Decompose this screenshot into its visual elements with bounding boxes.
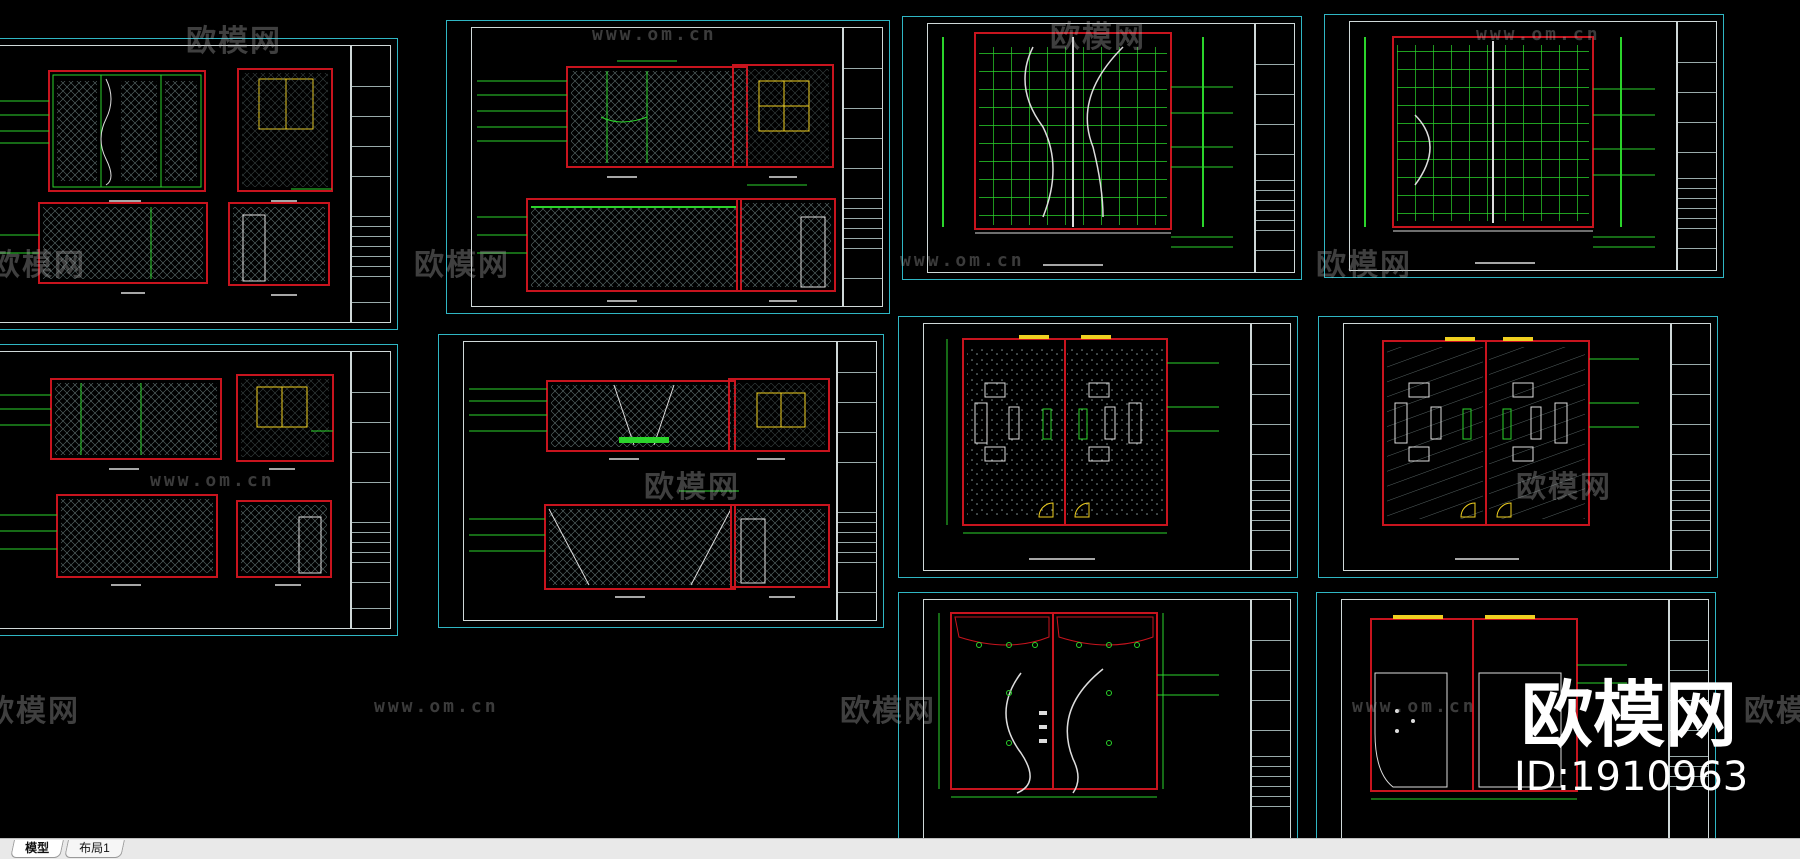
sheet-drawing — [477, 60, 836, 302]
sheet-frame — [1341, 599, 1669, 838]
watermark-brand: 欧模网 — [0, 248, 86, 283]
watermark-brand: 欧模网 — [1050, 20, 1146, 55]
tab-layout1[interactable]: 布局1 — [64, 840, 125, 858]
drawing-sheet — [1316, 592, 1716, 838]
sheet-frame — [1349, 21, 1677, 271]
sheet-frame — [923, 323, 1251, 571]
sheet-drawing — [938, 612, 1219, 798]
drawing-sheet — [898, 592, 1298, 838]
cad-model-space[interactable]: 欧模网 www.om.cn 欧模网 www.om.cn 欧模网 欧模网 www.… — [0, 0, 1800, 838]
sheet-frame — [471, 27, 843, 307]
sheet-frame — [923, 599, 1251, 838]
title-block — [1251, 599, 1291, 838]
drawing-sheet — [1324, 14, 1724, 278]
sheet-frame — [0, 351, 351, 629]
sheet-frame — [463, 341, 837, 621]
drawing-sheet — [438, 334, 884, 628]
tab-model[interactable]: 模型 — [10, 840, 64, 858]
sheet-frame — [1343, 323, 1671, 571]
brand-logo-text: 欧模网 — [1520, 673, 1737, 757]
sheet-drawing — [1370, 615, 1627, 800]
brand-overlay: 欧模网 ID:1910963 — [1514, 673, 1749, 800]
title-block — [1677, 21, 1717, 271]
watermark-brand: 欧模网 — [840, 694, 936, 729]
sheet-drawing — [469, 378, 830, 598]
title-block — [1255, 23, 1295, 273]
sheet-drawing — [1382, 337, 1639, 560]
watermark-brand: 欧模网 — [644, 470, 740, 505]
title-block — [843, 27, 883, 307]
watermark-url: www.om.cn — [592, 24, 717, 45]
tab-layout1-label: 布局1 — [79, 841, 110, 855]
watermark-brand: 欧模网 — [1744, 694, 1800, 729]
drawing-sheet — [902, 16, 1302, 280]
tab-model-label: 模型 — [25, 841, 50, 855]
layout-tab-bar: 模型 布局1 — [0, 838, 1800, 859]
title-block — [1671, 323, 1711, 571]
title-block — [1251, 323, 1291, 571]
watermark-brand: 欧模网 — [1316, 248, 1412, 283]
drawing-sheet — [0, 344, 398, 636]
sheet-drawing — [946, 335, 1219, 560]
sheet-drawing — [0, 68, 333, 296]
drawing-sheet — [1318, 316, 1718, 578]
title-block — [837, 341, 877, 621]
watermark-brand: 欧模网 — [186, 24, 282, 59]
drawing-sheet — [446, 20, 890, 314]
watermark-url: www.om.cn — [150, 470, 275, 491]
sheet-frame — [927, 23, 1255, 273]
drawing-sheet — [0, 38, 398, 330]
watermark-brand: 欧模网 — [1516, 470, 1612, 505]
sheet-drawing — [0, 374, 334, 586]
title-block — [351, 351, 391, 629]
model-id-text: ID:1910963 — [1514, 754, 1749, 800]
watermark-url: www.om.cn — [900, 250, 1025, 271]
drawing-sheet — [898, 316, 1298, 578]
sheet-drawing — [1364, 36, 1655, 264]
watermark-brand: 欧模网 — [0, 694, 80, 729]
watermark-url: www.om.cn — [374, 696, 499, 717]
watermark-url: www.om.cn — [1476, 24, 1601, 45]
title-block — [351, 45, 391, 323]
sheet-drawing — [942, 32, 1233, 266]
watermark-url: www.om.cn — [1352, 696, 1477, 717]
sheet-frame — [0, 45, 351, 323]
title-block — [1669, 599, 1709, 838]
watermark-brand: 欧模网 — [414, 248, 510, 283]
